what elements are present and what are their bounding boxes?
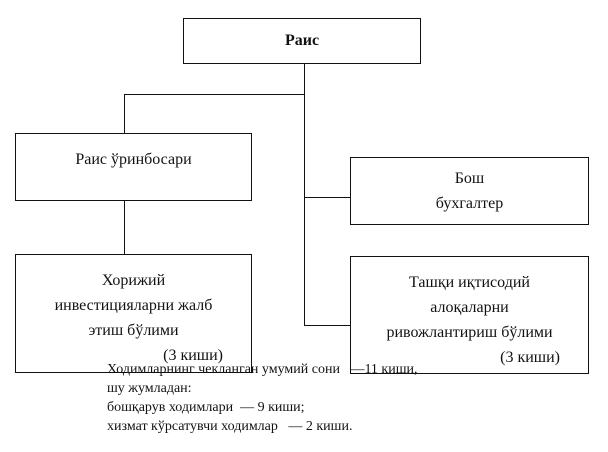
foreign-investment-box: Хорижий инвестицияларни жалб этиш бўлими… bbox=[15, 254, 252, 373]
chairman-label: Раис bbox=[284, 32, 320, 49]
note-line: Ходимларнинг чекланган умумий сони —11 к… bbox=[107, 362, 418, 377]
accountant-label: Бош bbox=[454, 170, 485, 187]
note-line: бошқарув ходимлари — 9 киши; bbox=[107, 400, 305, 415]
deputy-label: Раис ўринбосари bbox=[75, 151, 192, 168]
box-line: инвестицияларни жалб bbox=[54, 297, 213, 314]
connector bbox=[124, 94, 125, 133]
box-line: Хорижий bbox=[101, 272, 166, 289]
accountant-box: Бош бухгалтер bbox=[350, 157, 589, 225]
connector bbox=[124, 94, 305, 95]
connector bbox=[304, 63, 305, 326]
staff-count: (3 киши) bbox=[500, 349, 560, 366]
connector bbox=[304, 325, 350, 326]
accountant-label: бухгалтер bbox=[435, 195, 504, 212]
note-line: шу жумладан: bbox=[107, 381, 192, 396]
note-line: хизмат кўрсатувчи ходимлар — 2 киши. bbox=[107, 419, 353, 434]
box-line: этиш бўлими bbox=[88, 322, 179, 339]
staff-count: (3 киши) bbox=[163, 347, 223, 364]
box-line: алоқаларни bbox=[430, 299, 509, 316]
box-line: ривожлантириш бўлими bbox=[386, 324, 553, 341]
staff-note: Ходимларнинг чекланган умумий сони —11 к… bbox=[107, 360, 418, 436]
chairman-box: Раис bbox=[183, 18, 421, 64]
connector bbox=[304, 197, 350, 198]
deputy-box: Раис ўринбосари bbox=[15, 133, 252, 201]
connector bbox=[124, 200, 125, 254]
box-line: Ташқи иқтисодий bbox=[409, 274, 530, 291]
foreign-economic-box: Ташқи иқтисодий алоқаларни ривожлантириш… bbox=[350, 256, 589, 374]
